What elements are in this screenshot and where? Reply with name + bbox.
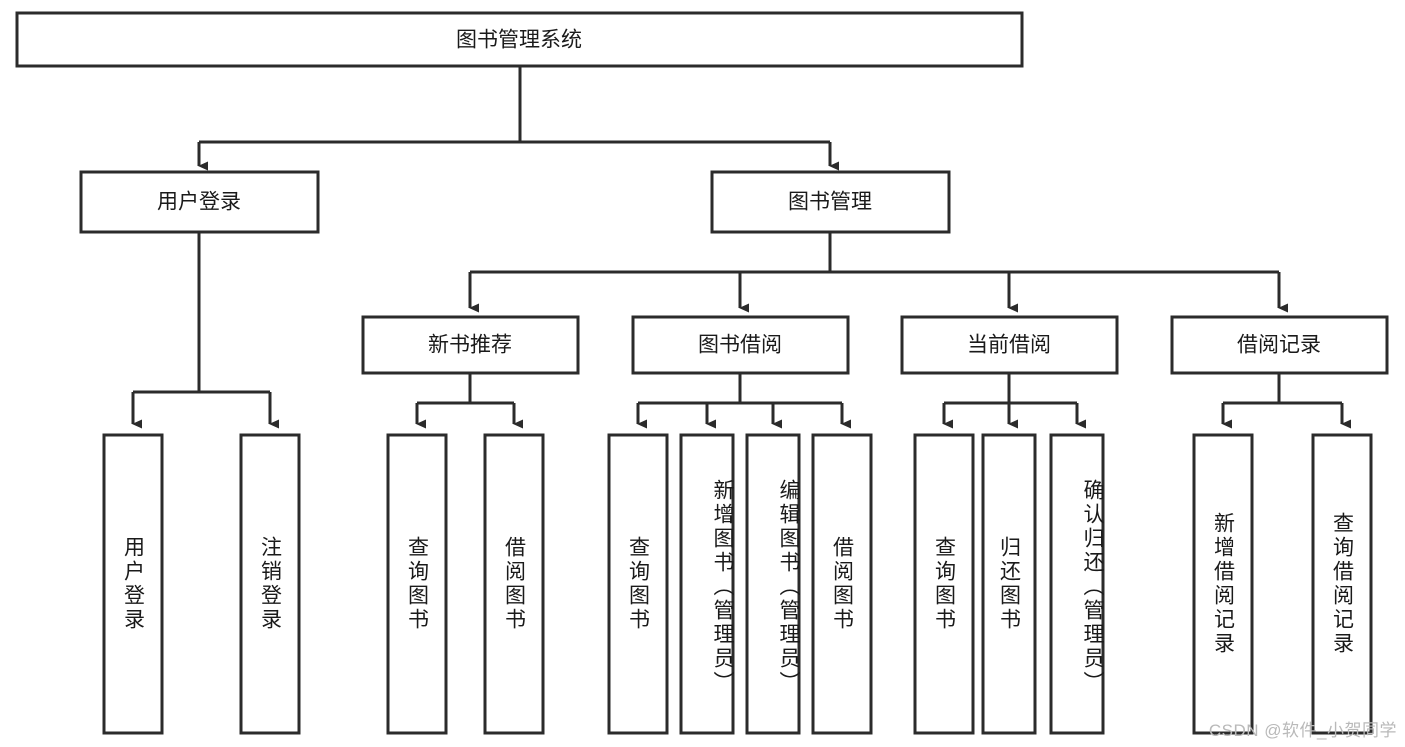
node-book-borrow-box[interactable] — [631, 315, 850, 375]
connector-group-root — [197, 66, 839, 171]
watermark-text: CSDN @软件_小贺同学 — [1208, 721, 1397, 740]
connector-group-borrow-records — [1221, 373, 1351, 429]
connector-group-book-borrow — [636, 373, 851, 429]
leaf-box-add-record[interactable] — [1192, 433, 1254, 735]
connector-group-current-borrow — [942, 373, 1086, 429]
node-user-login-label: 用户登录 — [157, 191, 241, 214]
leaf-box-add-book[interactable] — [679, 433, 735, 735]
node-new-book-label: 新书推荐 — [428, 334, 512, 357]
node-root-box[interactable] — [15, 11, 1024, 68]
leaf-box-return-book[interactable] — [981, 433, 1037, 735]
connector-group-new-book — [415, 373, 523, 429]
connector-group-user-login — [131, 232, 279, 429]
node-borrow-records-box[interactable] — [1170, 315, 1389, 375]
leaf-box-borrow-book-2[interactable] — [811, 433, 873, 735]
leaf-box-borrow-book-1[interactable] — [483, 433, 545, 735]
node-book-borrow-label: 图书借阅 — [698, 334, 782, 357]
node-new-book-box[interactable] — [361, 315, 580, 375]
leaf-box-logout[interactable] — [239, 433, 301, 735]
node-book-manage-label: 图书管理 — [788, 191, 872, 214]
node-current-borrow-label: 当前借阅 — [967, 334, 1051, 357]
node-book-manage-box[interactable] — [710, 170, 951, 234]
leaf-box-edit-book[interactable] — [745, 433, 801, 735]
node-current-borrow-box[interactable] — [900, 315, 1119, 375]
leaf-box-user-login[interactable] — [102, 433, 164, 735]
leaf-box-query-book-3[interactable] — [913, 433, 975, 735]
node-borrow-records-label: 借阅记录 — [1237, 334, 1321, 357]
connector-group-book-manage — [468, 232, 1288, 313]
leaf-box-query-book-1[interactable] — [386, 433, 448, 735]
node-user-login-box[interactable] — [79, 170, 320, 234]
node-root-label: 图书管理系统 — [456, 29, 582, 52]
leaf-box-confirm-return[interactable] — [1049, 433, 1105, 735]
leaf-box-query-record[interactable] — [1311, 433, 1373, 735]
leaf-box-query-book-2[interactable] — [607, 433, 669, 735]
